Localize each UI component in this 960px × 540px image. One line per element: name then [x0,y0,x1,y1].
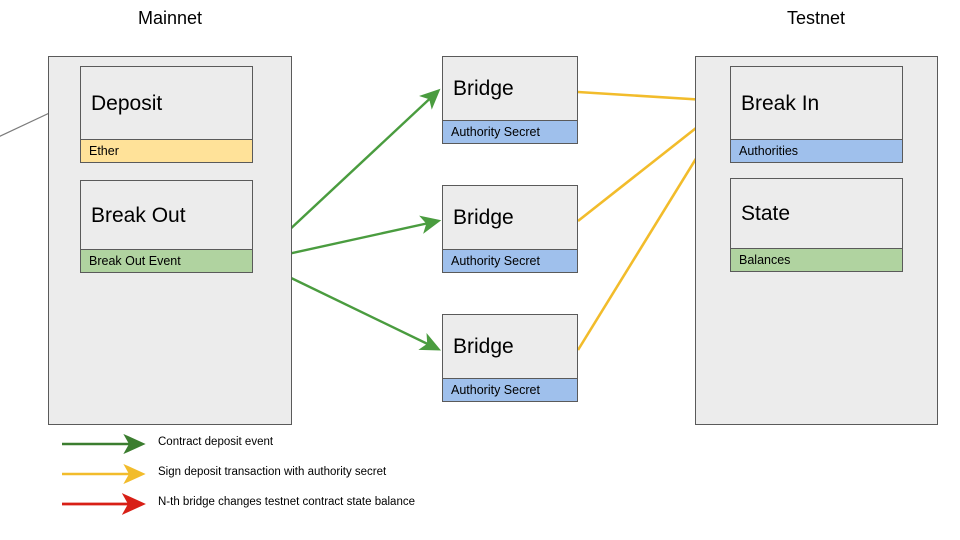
node-bridge-1-title: Bridge [453,77,514,100]
legend-item-contract-deposit-event: Contract deposit event [60,432,580,462]
node-break-in[interactable]: Break In Authorities [730,66,903,163]
testnet-title: Testnet [786,8,846,28]
node-break-out-title: Break Out [91,203,186,227]
node-bridge-3-title: Bridge [453,335,514,358]
node-break-in-band-authorities: Authorities [731,139,902,162]
legend-arrow-green [62,433,146,455]
node-break-out[interactable]: Break Out Break Out Event [80,180,253,273]
legend: Contract deposit event Sign deposit tran… [60,432,580,522]
node-break-out-band-event: Break Out Event [81,249,252,272]
node-state[interactable]: State Balances [730,178,903,272]
node-deposit-title: Deposit [91,91,163,115]
legend-item-nth-bridge-state-balance: N-th bridge changes testnet contract sta… [60,492,580,522]
node-bridge-1[interactable]: Bridge Authority Secret [442,56,578,144]
node-bridge-2-band-authority-secret: Authority Secret [443,249,577,272]
node-deposit-band-ether: Ether [81,139,252,162]
legend-label-contract-deposit-event: Contract deposit event [158,436,274,448]
node-bridge-2[interactable]: Bridge Authority Secret [442,185,578,273]
node-bridge-1-band-authority-secret: Authority Secret [443,120,577,143]
mainnet-title: Mainnet [137,8,203,28]
node-bridge-3-band-authority-secret: Authority Secret [443,378,577,401]
node-state-title: State [741,202,791,225]
node-break-in-title: Break In [741,91,820,115]
node-bridge-3[interactable]: Bridge Authority Secret [442,314,578,402]
legend-label-sign-deposit-transaction: Sign deposit transaction with authority … [158,466,387,478]
legend-label-nth-bridge-state-balance: N-th bridge changes testnet contract sta… [158,496,415,508]
legend-item-sign-deposit-transaction: Sign deposit transaction with authority … [60,462,580,492]
node-state-band-balances: Balances [731,248,902,271]
node-deposit[interactable]: Deposit Ether [80,66,253,163]
legend-arrow-yellow [62,463,146,485]
legend-arrow-red [62,493,146,515]
node-bridge-2-title: Bridge [453,206,514,229]
